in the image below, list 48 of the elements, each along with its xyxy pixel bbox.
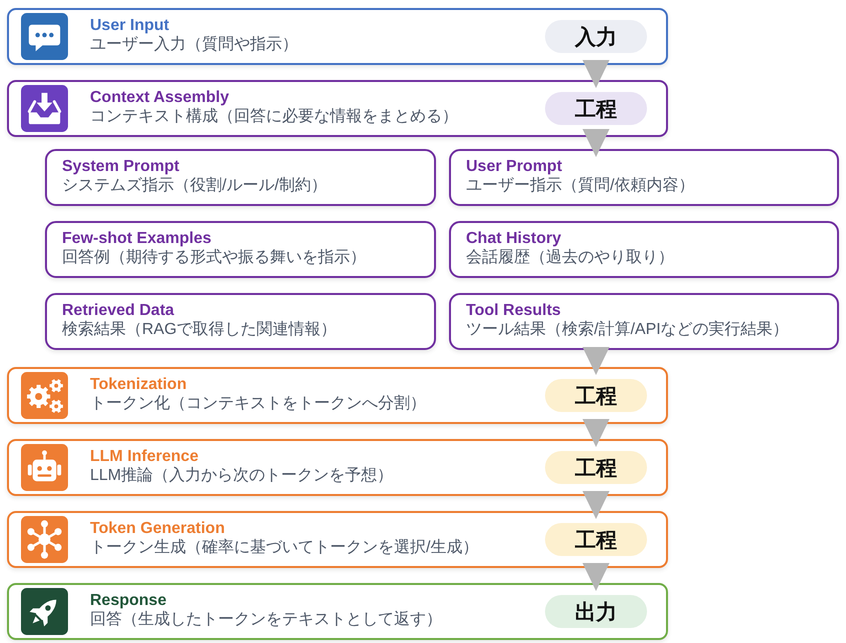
step-card (7, 367, 668, 424)
step-title: Tool Results (466, 301, 561, 320)
arrow (582, 60, 610, 88)
arrow (582, 563, 610, 591)
stage-tag: 工程 (545, 523, 647, 556)
arrow (582, 129, 610, 157)
stage-tag: 入力 (545, 20, 647, 53)
step-card (7, 511, 668, 568)
step-title: Token Generation (90, 519, 225, 538)
prompt-component-card (449, 149, 839, 206)
step-description: ユーザー指示（質問/依頼内容） (466, 176, 694, 196)
step-description: 会話履歴（過去のやり取り） (466, 248, 674, 268)
step-description: ツール結果（検索/計算/APIなどの実行結果） (466, 320, 789, 340)
step-card (7, 80, 668, 137)
prompt-component-card (45, 293, 436, 350)
step-title: LLM Inference (90, 447, 198, 466)
step-title: Response (90, 591, 166, 610)
prompt-component-card (45, 149, 436, 206)
step-description: 回答（生成したトークンをテキストとして返す） (90, 610, 442, 630)
arrow (582, 347, 610, 375)
step-title: Tokenization (90, 375, 187, 394)
step-title: System Prompt (62, 157, 180, 176)
step-card (7, 8, 668, 65)
step-description: トークン化（コンテキストをトークンへ分割） (90, 394, 426, 414)
step-title: Context Assembly (90, 88, 229, 107)
step-title: Retrieved Data (62, 301, 174, 320)
step-description: コンテキスト構成（回答に必要な情報をまとめる） (90, 107, 458, 127)
stage-tag: 工程 (545, 379, 647, 412)
step-title: User Input (90, 16, 170, 35)
prompt-component-card (449, 293, 839, 350)
prompt-component-card (45, 221, 436, 278)
step-description: 検索結果（RAGで取得した関連情報） (62, 320, 337, 340)
prompt-component-card (449, 221, 839, 278)
step-description: LLM推論（入力から次のトークンを予想） (90, 466, 394, 486)
step-title: User Prompt (466, 157, 562, 176)
step-description: システムズ指示（役割/ルール/制約） (62, 176, 327, 196)
arrow (582, 419, 610, 447)
arrow (582, 491, 610, 519)
step-title: Few-shot Examples (62, 229, 212, 248)
stage-tag: 工程 (545, 92, 647, 125)
step-description: ユーザー入力（質問や指示） (90, 35, 298, 55)
step-title: Chat History (466, 229, 562, 248)
stage-tag: 工程 (545, 451, 647, 484)
step-description: トークン生成（確率に基づいてトークンを選択/生成） (90, 538, 478, 558)
step-card (7, 439, 668, 496)
step-card (7, 583, 668, 640)
step-description: 回答例（期待する形式や振る舞いを指示） (62, 248, 366, 268)
stage-tag: 出力 (545, 595, 647, 628)
